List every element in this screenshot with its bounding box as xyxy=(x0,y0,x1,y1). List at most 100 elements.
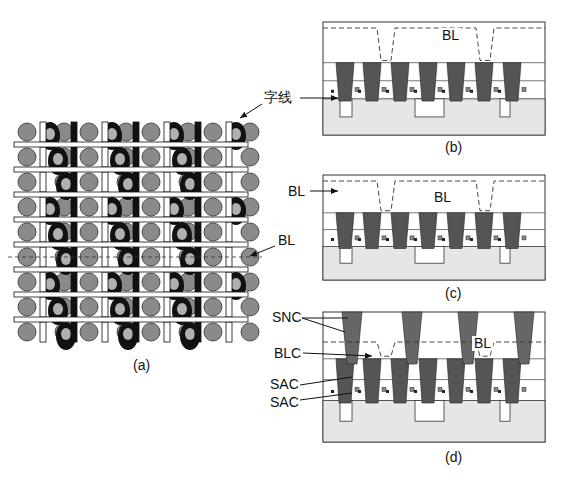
word-line xyxy=(102,172,108,192)
cross-sections xyxy=(323,22,545,442)
active-area-contact xyxy=(177,303,187,315)
active-area-contact xyxy=(107,203,117,215)
contact-plug xyxy=(503,359,521,403)
word-line xyxy=(40,147,46,167)
isolation-trench xyxy=(340,99,352,117)
active-area-contact xyxy=(169,203,179,215)
contact-circle xyxy=(241,223,259,241)
contact-circle xyxy=(204,273,222,291)
active-area-contact xyxy=(177,228,187,240)
word-line xyxy=(226,122,232,142)
word-line xyxy=(102,197,108,217)
contact-circle xyxy=(18,173,36,191)
bit-line-band xyxy=(14,217,248,222)
word-line xyxy=(195,222,201,242)
section-frame xyxy=(323,312,545,442)
contact-plug xyxy=(336,213,354,249)
word-line xyxy=(164,272,170,292)
contact-circle xyxy=(18,223,36,241)
active-area-contact xyxy=(45,128,55,140)
contact-circle xyxy=(142,298,160,316)
word-line xyxy=(195,197,201,217)
contact-plug xyxy=(363,213,381,249)
contact-circle xyxy=(204,223,222,241)
word-line xyxy=(195,122,201,142)
gate-dot xyxy=(410,88,414,92)
gate-dot xyxy=(410,236,414,240)
word-line xyxy=(195,272,201,292)
text-label: BL xyxy=(440,28,461,43)
word-line xyxy=(164,297,170,317)
word-line xyxy=(226,197,232,217)
word-line xyxy=(226,322,232,342)
active-area-contact xyxy=(115,153,125,165)
contact-circle xyxy=(80,273,98,291)
bit-line-band xyxy=(14,192,248,197)
word-line xyxy=(102,222,108,242)
section-frame xyxy=(323,22,545,135)
contact-circle xyxy=(204,323,222,341)
gate-dot xyxy=(382,236,386,240)
active-area xyxy=(56,322,76,350)
word-line xyxy=(226,222,232,242)
word-line xyxy=(71,172,77,192)
word-line xyxy=(40,297,46,317)
active-area-contact xyxy=(123,253,133,265)
active-area-contact xyxy=(231,278,241,290)
word-line xyxy=(133,122,139,142)
gate-dot xyxy=(331,390,334,393)
gate-dot xyxy=(414,238,417,241)
gate-dot xyxy=(522,387,526,391)
text-label: (b) xyxy=(443,140,464,155)
contact-plug xyxy=(363,359,381,403)
contact-plug xyxy=(475,213,493,249)
bit-line-band xyxy=(14,292,248,297)
contact-circle xyxy=(18,123,36,141)
contact-plug xyxy=(503,213,521,249)
word-line xyxy=(102,272,108,292)
text-label: BL xyxy=(276,233,297,248)
contact-circle xyxy=(80,298,98,316)
bit-line-outline xyxy=(323,28,545,60)
active-area xyxy=(118,322,138,350)
active-area-contact xyxy=(177,153,187,165)
contact-circle xyxy=(18,298,36,316)
word-line xyxy=(40,322,46,342)
word-line xyxy=(164,222,170,242)
active-area-contact xyxy=(45,203,55,215)
word-line xyxy=(133,322,139,342)
contact-circle xyxy=(204,198,222,216)
isolation-trench xyxy=(340,246,352,263)
contact-circle xyxy=(80,173,98,191)
gate-dot xyxy=(386,238,389,241)
word-line xyxy=(133,297,139,317)
active-area-contact xyxy=(123,328,133,340)
active-area-contact xyxy=(169,128,179,140)
word-line xyxy=(133,172,139,192)
active-area-contact xyxy=(231,128,241,140)
word-line xyxy=(71,222,77,242)
contact-circle xyxy=(241,173,259,191)
gate-dot xyxy=(358,390,361,393)
contact-circle xyxy=(142,123,160,141)
text-label: BL xyxy=(472,336,493,351)
active-area-contact xyxy=(107,128,117,140)
gate-dot xyxy=(494,88,498,92)
text-label: 字线 xyxy=(262,90,294,105)
contact-circle xyxy=(18,148,36,166)
word-line xyxy=(164,147,170,167)
gate-dot xyxy=(442,90,445,93)
gate-dot xyxy=(414,90,417,93)
active-area-contact xyxy=(115,228,125,240)
text-label: (a) xyxy=(131,358,152,373)
text-label: SAC xyxy=(268,395,301,410)
substrate xyxy=(323,246,545,280)
contact-plug xyxy=(391,213,409,249)
contact-plug xyxy=(447,63,465,101)
text-label: BLC xyxy=(272,346,303,361)
isolation-trench xyxy=(500,99,510,117)
contact-circle xyxy=(142,148,160,166)
active-area-contact xyxy=(185,328,195,340)
active-area-contact xyxy=(107,278,117,290)
contact-circle xyxy=(204,148,222,166)
